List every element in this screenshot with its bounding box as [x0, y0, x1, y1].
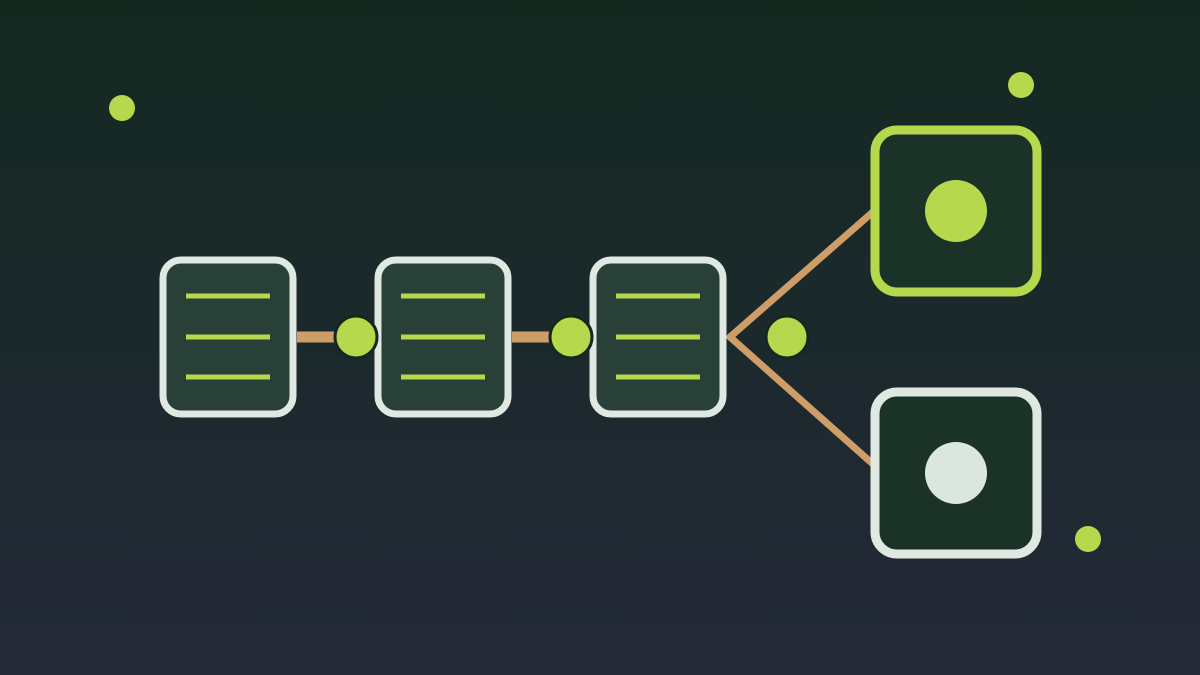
dots: [109, 72, 1101, 552]
output-top[interactable]: [870, 125, 1042, 297]
pipeline-stage-1[interactable]: [159, 256, 297, 418]
nodes: [159, 125, 1042, 559]
spark-top-right-dot: [1008, 72, 1034, 98]
pipeline-stage-3[interactable]: [589, 256, 727, 418]
connector-dot-1: [333, 314, 379, 360]
spark-bottom-right-dot: [1075, 526, 1101, 552]
branch-connector-1: [726, 207, 878, 341]
connector-dot-2: [548, 314, 594, 360]
branch-connector-2: [726, 333, 878, 469]
spark-top-left-dot: [109, 95, 135, 121]
connector-dot-3: [764, 314, 810, 360]
output-bottom[interactable]: [870, 387, 1042, 559]
circle-dot-icon: [925, 442, 987, 504]
circle-dot-icon: [925, 180, 987, 242]
pipeline-stage-2[interactable]: [374, 256, 512, 418]
